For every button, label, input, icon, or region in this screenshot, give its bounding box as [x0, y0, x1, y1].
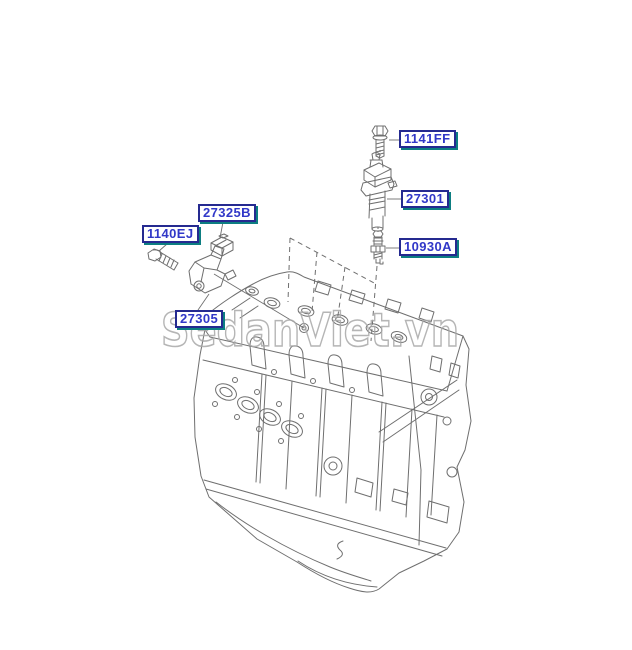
leader-bracket-to-engine: [213, 273, 305, 329]
part-label-10930A[interactable]: 10930A: [399, 238, 457, 256]
leader-lines: [158, 139, 401, 329]
part-label-27305[interactable]: 27305: [175, 310, 224, 328]
part-condenser-drawing: [210, 233, 234, 257]
part-label-1141FF[interactable]: 1141FF: [399, 130, 456, 148]
part-bracket-drawing: [188, 245, 237, 294]
part-label-1140EJ[interactable]: 1140EJ: [142, 225, 199, 243]
part-label-27325B[interactable]: 27325B: [198, 204, 256, 222]
spark-plug-wells: [263, 297, 383, 335]
leader-27305: [197, 293, 210, 311]
part-bolt-1141ff-drawing: [371, 125, 389, 159]
part-bolt-1140ej-drawing: [147, 248, 179, 271]
engine-silhouette: [193, 271, 472, 593]
leader-1140ej: [158, 243, 168, 252]
leader-27325b: [219, 221, 224, 239]
part-spark-plug-drawing: [370, 230, 386, 265]
part-label-27301[interactable]: 27301: [401, 190, 450, 208]
bracket-mount-boss: [299, 323, 309, 333]
oil-filler-cap: [245, 286, 259, 296]
engine-illustration: [193, 271, 472, 593]
part-ignition-coil-drawing: [360, 152, 398, 232]
